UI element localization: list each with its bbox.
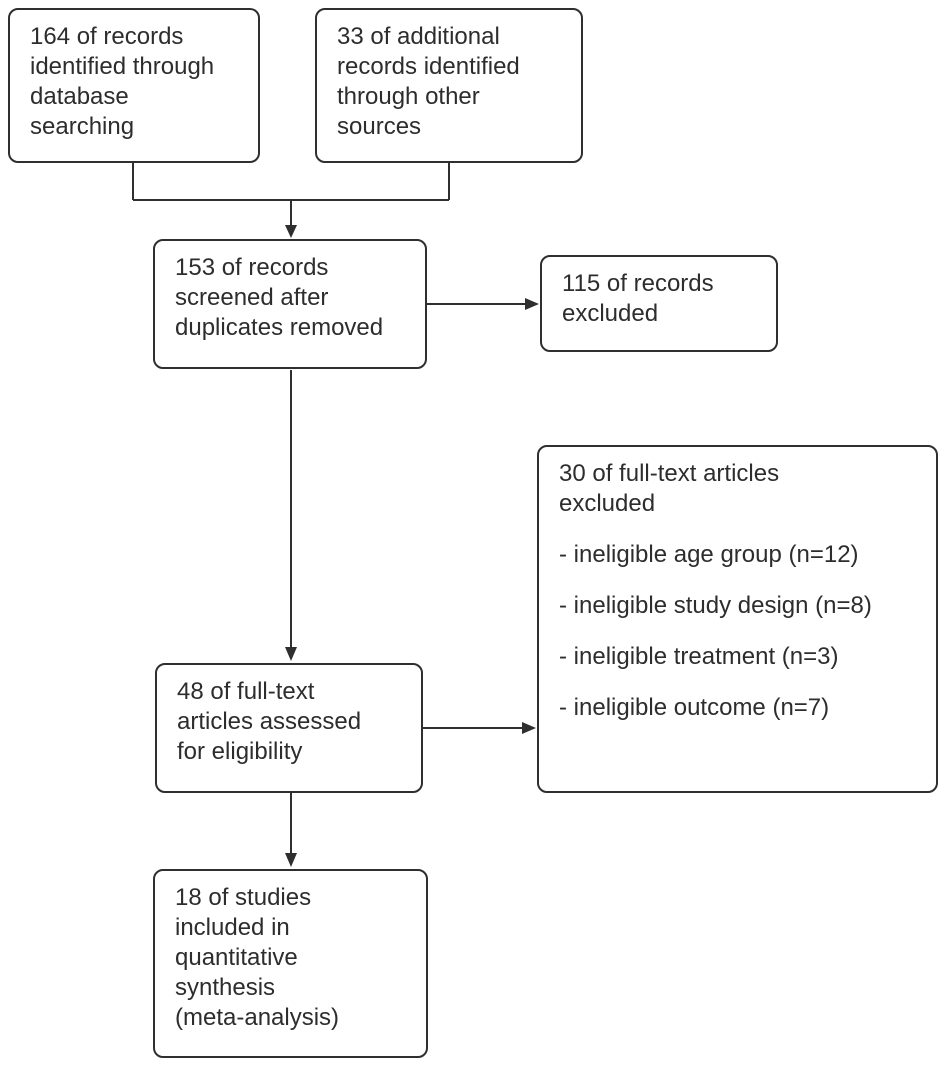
box-records-identified-other-sources-text: 33 of additional records identified thro… xyxy=(337,23,520,140)
arrowhead-to-included xyxy=(285,853,297,867)
box-studies-included-text: 18 of studies included in quantitative s… xyxy=(175,884,340,1031)
exclusion-reason-study-design: - ineligible study design (n=8) xyxy=(559,592,872,619)
box-fulltext-assessed-text: 48 of full-text articles assessed for el… xyxy=(177,678,362,765)
box-records-identified-database: 164 of records identified through databa… xyxy=(8,8,260,163)
arrowhead-to-records-excluded xyxy=(525,298,539,310)
box-studies-included: 18 of studies included in quantitative s… xyxy=(153,869,428,1058)
box-fulltext-excluded: 30 of full-text articles excluded - inel… xyxy=(537,445,938,793)
merge-connector-line xyxy=(132,163,450,226)
arrowhead-to-fulltext-excluded xyxy=(522,722,536,734)
box-records-identified-other-sources: 33 of additional records identified thro… xyxy=(315,8,583,163)
box-records-screened-text: 153 of records screened after duplicates… xyxy=(175,254,384,341)
arrowhead-to-screened xyxy=(285,225,297,238)
box-fulltext-assessed: 48 of full-text articles assessed for el… xyxy=(155,663,423,793)
exclusion-reason-outcome: - ineligible outcome (n=7) xyxy=(559,694,830,721)
box-records-excluded-text: 115 of records excluded xyxy=(562,270,714,327)
box-records-identified-database-text: 164 of records identified through databa… xyxy=(30,23,215,140)
box-fulltext-excluded-title: 30 of full-text articles excluded xyxy=(559,460,780,517)
box-records-excluded: 115 of records excluded xyxy=(540,255,778,352)
exclusion-reason-age-group: - ineligible age group (n=12) xyxy=(559,541,859,568)
arrowhead-to-assessed xyxy=(285,647,297,661)
box-records-screened: 153 of records screened after duplicates… xyxy=(153,239,427,369)
exclusion-reason-treatment: - ineligible treatment (n=3) xyxy=(559,643,839,670)
